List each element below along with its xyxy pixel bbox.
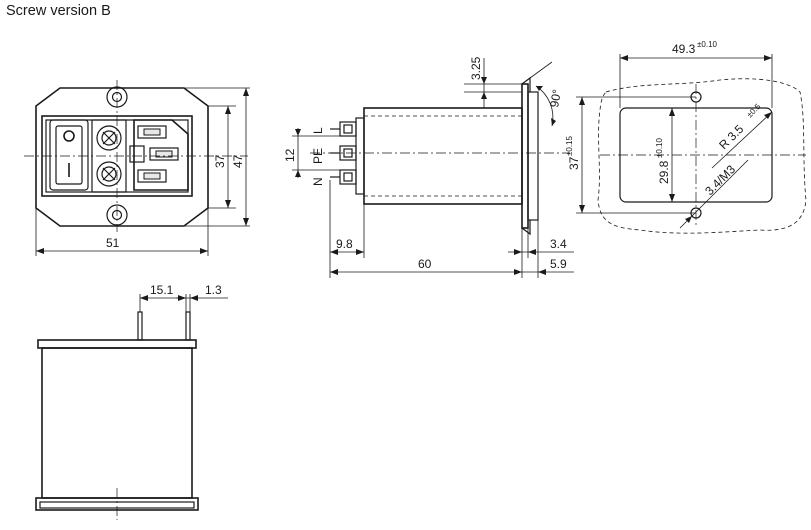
cutout-width-dim: 49.3 — [672, 42, 696, 56]
label-n: N — [311, 177, 325, 186]
cutout-height-tol: ±0.15 — [565, 135, 574, 156]
cutout-radius-dim: R 3.5 — [716, 122, 746, 152]
cutout-inner-height-dim: 29.8 — [657, 160, 671, 184]
bottom-view — [35, 294, 228, 520]
front-inner-height-dim: 37 — [213, 154, 227, 168]
front-outer-height-dim: 47 — [231, 154, 245, 168]
front-width-dim: 51 — [106, 236, 120, 250]
page-title: Screw version B — [6, 3, 111, 19]
side-view — [292, 58, 574, 278]
side-terminal-dim: 9.8 — [336, 237, 353, 251]
cutout-width-tol: ±0.10 — [697, 40, 718, 49]
cutout-radius-tol: ±0.5 — [745, 102, 763, 120]
cutout-inner-height-tol: ±0.10 — [655, 137, 664, 158]
side-flange-dim: 3.4 — [550, 237, 567, 251]
cutout-hole-dim: 3.4/M3 — [702, 162, 738, 198]
cutout-height-dim: 37 — [567, 156, 581, 170]
side-angle-dim: 90° — [547, 88, 564, 108]
side-length-dim: 60 — [418, 257, 432, 271]
side-spacing-dim: 12 — [283, 148, 297, 162]
front-view — [24, 80, 250, 256]
side-flange-total-dim: 5.9 — [550, 257, 567, 271]
label-pe: PE — [311, 148, 325, 164]
bottom-pin-dim: 1.3 — [205, 283, 222, 297]
side-top-dim: 3.25 — [469, 56, 483, 80]
cutout-view — [576, 54, 807, 234]
bottom-offset-dim: 15.1 — [150, 283, 174, 297]
label-l: L — [311, 127, 325, 134]
